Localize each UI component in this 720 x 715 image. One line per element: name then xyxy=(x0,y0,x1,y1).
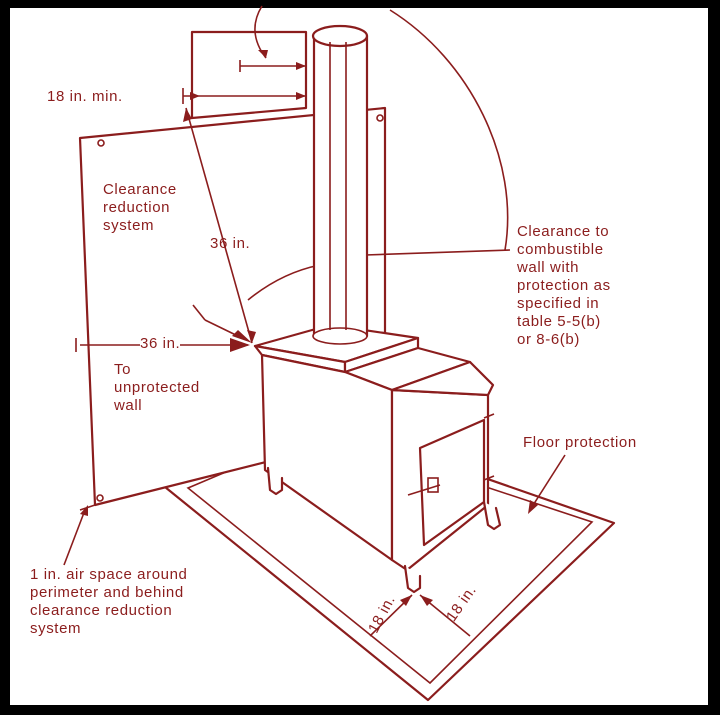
diagonal-36-dimension xyxy=(183,107,256,344)
label-to-unprotected: To unprotected wall xyxy=(114,361,200,414)
top-dimension-arrows xyxy=(182,60,306,104)
floor-leader xyxy=(529,454,566,511)
wood-stove xyxy=(253,323,502,594)
label-36-horizontal: 36 in. xyxy=(140,335,181,353)
label-18-min: 18 in. min. xyxy=(47,88,123,105)
combustible-arc xyxy=(389,9,509,251)
air-space-leader xyxy=(63,509,86,566)
stovepipe xyxy=(311,24,369,345)
floor-18-dimensions xyxy=(369,594,471,637)
combustible-leader xyxy=(364,249,511,256)
label-clearance-to-combustible: Clearance to combustible wall with prote… xyxy=(517,223,611,348)
label-floor-protection: Floor protection xyxy=(523,434,637,451)
stove-back-arc xyxy=(247,264,321,301)
upper-wall-panel xyxy=(190,30,308,120)
label-air-space: 1 in. air space around perimeter and beh… xyxy=(30,566,188,637)
label-clearance-reduction: Clearance reduction system xyxy=(103,181,177,234)
label-36-diagonal: 36 in. xyxy=(210,235,251,252)
